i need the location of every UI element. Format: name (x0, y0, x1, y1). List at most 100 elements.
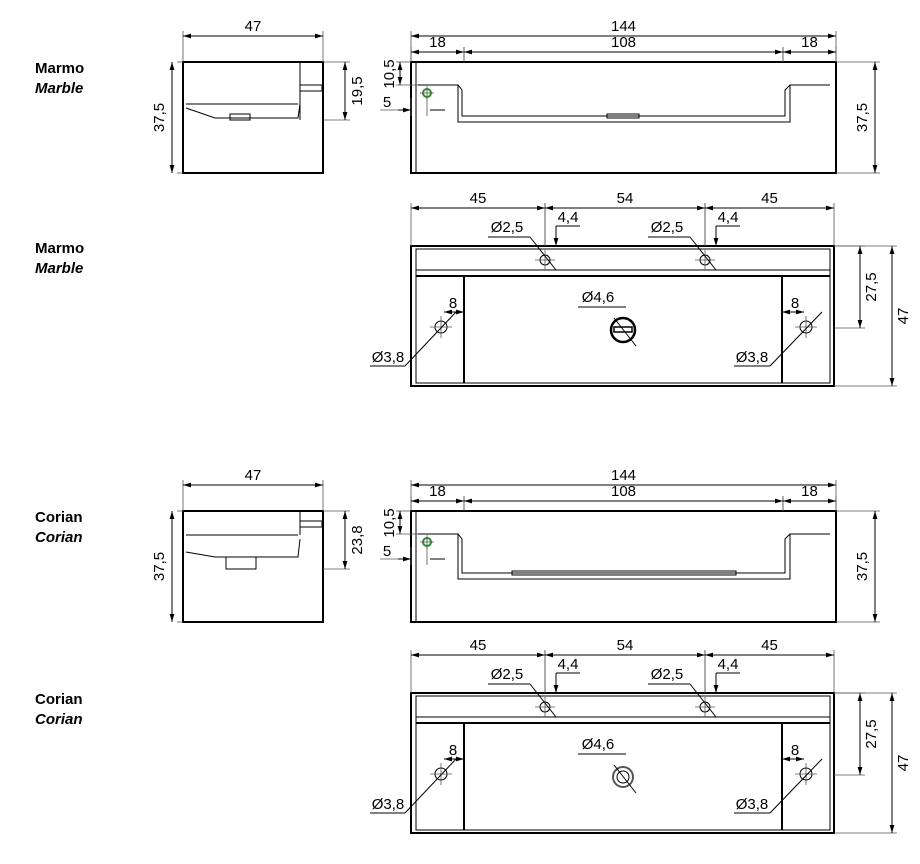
left-hole-position-dimension: 45 (410, 637, 546, 693)
side-offset-right-value: 8 (791, 295, 799, 312)
material-label-it: Marmo (35, 240, 84, 257)
side-hole-right-callout: Ø3,8 (734, 758, 823, 814)
basin-width-dimension-value: 108 (611, 483, 636, 500)
left-hole-position-dimension-value: 45 (470, 190, 487, 207)
faucet-hole-right-icon (695, 250, 715, 270)
side-hole-right-callout: Ø3,8 (734, 311, 823, 367)
side-offset-left-value: 8 (449, 295, 457, 312)
depth-dimension: 47 (834, 692, 912, 834)
left-rim-dimension-value: 18 (429, 483, 446, 500)
hole-offset-left: 4,4 (553, 656, 580, 693)
drain-callout: Ø4,6 (578, 736, 637, 794)
faucet-hole-left-callout: Ø2,5 (488, 666, 557, 718)
material-label-it: Corian (35, 509, 83, 526)
drain-icon (612, 766, 634, 788)
depth-dimension: 23,8 (323, 510, 366, 570)
side-hole-left-icon (430, 763, 452, 785)
top-offset-value: 10,5 (381, 59, 398, 88)
faucet-hole-left-icon (535, 697, 555, 717)
drain-profile (229, 113, 251, 121)
corian-front-view: 144 18 108 18 37,5 10,5 5 (380, 467, 880, 623)
total-width-dimension-value: 144 (611, 18, 636, 35)
depth-dimension: 19,5 (323, 61, 366, 121)
depth-dimension: 47 (834, 245, 912, 387)
basin-width-dimension: 108 (463, 483, 784, 511)
basin-profile (418, 84, 830, 117)
height-dimension-value: 37,5 (151, 552, 168, 581)
right-hole-position-dimension-value: 45 (761, 190, 778, 207)
inner-depth-dimension: 27,5 (834, 245, 880, 329)
basin-profile (418, 533, 830, 574)
faucet-hole-right-callout: Ø2,5 (648, 219, 717, 271)
basin-width-dimension-value: 108 (611, 34, 636, 51)
corian-side-view: 47 37,5 23,8 (151, 467, 366, 623)
left-rim-dimension-value: 18 (429, 34, 446, 51)
total-width-dimension-value: 144 (611, 467, 636, 484)
drain-profile (511, 570, 737, 576)
faucet-hole-left-icon (535, 250, 555, 270)
hole-diameter-right: Ø2,5 (651, 666, 684, 683)
basin-width-dimension: 108 (463, 34, 784, 62)
left-rim-dimension: 18 (410, 483, 465, 511)
material-label-it: Corian (35, 691, 83, 708)
right-rim-dimension-value: 18 (801, 483, 818, 500)
right-rim-dimension: 18 (782, 483, 837, 511)
hole-offset-right-value: 4,4 (718, 209, 739, 226)
height-dimension: 37,5 (151, 61, 183, 174)
hole-spacing-dimension: 54 (544, 637, 706, 693)
side-offset-dimension: 5 (380, 543, 445, 565)
faucet-hole-left-callout: Ø2,5 (488, 219, 557, 271)
inner-depth-dimension-value: 27,5 (863, 272, 880, 301)
front-outline (410, 61, 837, 174)
side-hole-right-diameter: Ø3,8 (736, 796, 769, 813)
faucet-hole-right-callout: Ø2,5 (648, 666, 717, 718)
inner-depth-dimension: 27,5 (834, 692, 880, 776)
hole-offset-right: 4,4 (713, 209, 740, 246)
inner-depth-dimension-value: 27,5 (863, 719, 880, 748)
faucet-hole-right-icon (695, 697, 715, 717)
side-hole-left-offset: 8 (444, 295, 464, 315)
height-dimension: 37,5 (836, 61, 880, 174)
depth-dimension-value: 47 (895, 755, 912, 772)
side-offset-value: 5 (383, 94, 391, 111)
hole-offset-left: 4,4 (553, 209, 580, 246)
front-outline (410, 510, 837, 623)
drain-callout: Ø4,6 (578, 289, 637, 347)
drain-profile (606, 113, 640, 119)
left-hole-position-dimension-value: 45 (470, 637, 487, 654)
height-dimension-value: 37,5 (151, 103, 168, 132)
height-dimension: 37,5 (836, 510, 880, 623)
hole-spacing-dimension-value: 54 (617, 190, 634, 207)
hole-diameter-right: Ø2,5 (651, 219, 684, 236)
width-dimension-value: 47 (245, 467, 262, 484)
top-offset-value: 10,5 (381, 508, 398, 537)
material-labels: Marmo Marble Marmo Marble Corian Corian … (35, 60, 84, 728)
hole-diameter-left: Ø2,5 (491, 219, 524, 236)
height-dimension-value: 37,5 (854, 552, 871, 581)
overflow-marker-icon (420, 535, 434, 549)
drain-diameter: Ø4,6 (582, 289, 615, 306)
material-label-en: Marble (35, 260, 83, 277)
width-dimension: 47 (182, 467, 324, 511)
depth-dimension-value: 19,5 (349, 76, 366, 105)
side-hole-left-callout: Ø3,8 (370, 311, 457, 367)
top-offset-dimension: 10,5 (381, 508, 418, 538)
depth-dimension-value: 47 (895, 308, 912, 325)
width-dimension-value: 47 (245, 18, 262, 35)
side-hole-right-offset: 8 (782, 295, 804, 315)
side-offset-value: 5 (383, 543, 391, 560)
material-label-en: Corian (35, 711, 83, 728)
side-hole-left-icon (430, 316, 452, 338)
overflow-marker-icon (420, 86, 434, 100)
height-dimension-value: 37,5 (854, 103, 871, 132)
drain-icon (609, 316, 637, 344)
width-dimension: 47 (182, 18, 324, 62)
material-label-en: Marble (35, 80, 83, 97)
drain-diameter: Ø4,6 (582, 736, 615, 753)
right-hole-position-dimension: 45 (704, 190, 835, 246)
height-dimension: 37,5 (151, 510, 183, 623)
hole-spacing-dimension-value: 54 (617, 637, 634, 654)
